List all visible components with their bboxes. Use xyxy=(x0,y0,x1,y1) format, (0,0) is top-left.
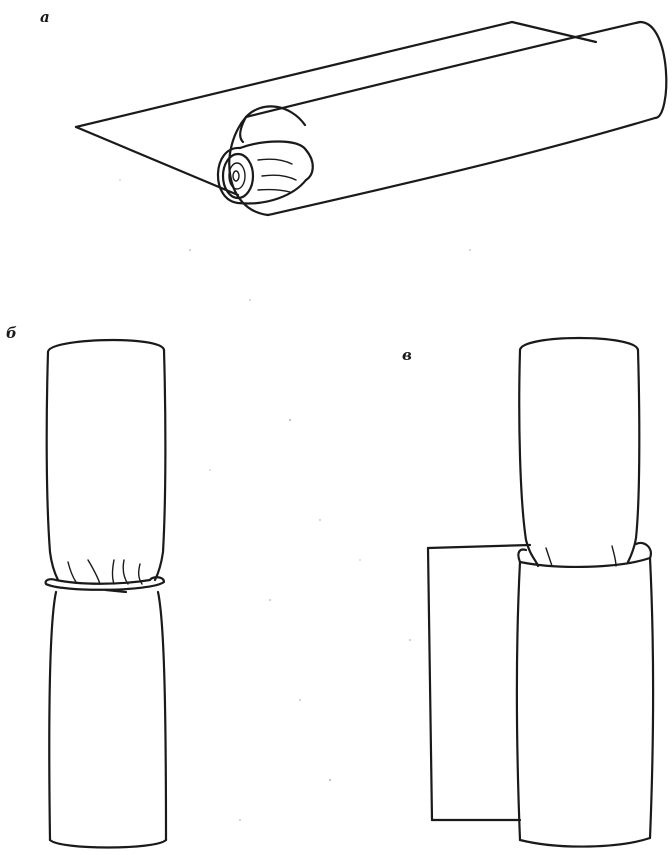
sheet-outline xyxy=(74,20,598,129)
panel-label-b: б xyxy=(6,324,17,342)
sleeve-rim-right xyxy=(634,541,652,560)
fold-4 xyxy=(122,559,129,585)
inner-fold-1 xyxy=(545,547,553,567)
tie-knot xyxy=(104,588,128,594)
fold-3 xyxy=(111,559,115,585)
fold-2 xyxy=(87,559,101,585)
tie-band xyxy=(44,576,166,591)
tied-tube xyxy=(44,339,168,849)
tube-bottom-cap xyxy=(48,838,168,849)
sleeve-rim-back xyxy=(517,548,528,564)
coil-texture-3 xyxy=(257,188,291,193)
roll-bottom-edge xyxy=(266,116,657,217)
inner-coil-side xyxy=(304,148,314,182)
sleeve-top-rim xyxy=(518,556,652,569)
inner-tube-left-wall xyxy=(518,348,540,568)
inner-tube-right-wall xyxy=(626,348,641,564)
tube-upper-left-wall xyxy=(45,350,60,582)
fold-1 xyxy=(67,561,77,583)
rolled-sheet xyxy=(74,20,668,217)
inner-tube-top-cap xyxy=(518,336,640,352)
coil-texture-2 xyxy=(261,174,297,181)
sheet-lower-edge xyxy=(74,125,240,197)
core-ring-1 xyxy=(221,152,255,200)
inner-coil-outer xyxy=(216,146,308,205)
core-ring-3 xyxy=(232,170,240,182)
tube-lower-left-wall xyxy=(48,590,58,842)
inner-coil-top xyxy=(238,140,308,152)
fold-5 xyxy=(137,563,143,585)
panel-label-c: в xyxy=(402,346,412,364)
sleeve-right-wall xyxy=(648,556,655,840)
inner-fold-2 xyxy=(611,545,617,567)
sleeve-bottom xyxy=(518,836,652,848)
tube-lower-right-wall xyxy=(156,590,168,842)
roll-near-end xyxy=(228,105,307,217)
flat-sheet-top-edge xyxy=(426,543,532,550)
roll-end-cap xyxy=(638,20,668,120)
tube-top-cap xyxy=(46,339,166,354)
roll-top-edge xyxy=(244,20,642,119)
roll-curl-lip xyxy=(239,115,248,144)
panel-label-a: а xyxy=(40,8,50,26)
flat-sheet-left-edge xyxy=(426,546,434,822)
coil-texture-1 xyxy=(257,158,293,165)
scan-noise xyxy=(119,179,471,821)
tube-upper-right-wall xyxy=(153,348,167,582)
core-ring-2 xyxy=(228,162,246,190)
sleeve-assembly xyxy=(426,336,655,848)
sleeve-left-wall xyxy=(515,560,522,842)
